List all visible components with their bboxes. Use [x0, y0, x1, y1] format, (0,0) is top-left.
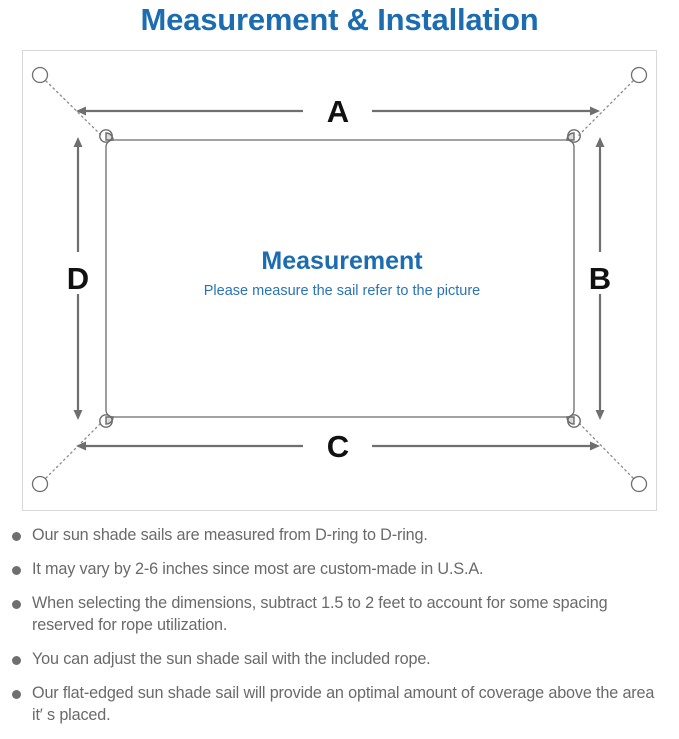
note-text: Our sun shade sails are measured from D-…: [32, 526, 428, 544]
measurement-diagram: A C D B Measurement Please measure the s…: [0, 44, 679, 522]
rope-bottom-right: [577, 421, 634, 479]
list-item: You can adjust the sun shade sail with t…: [0, 648, 679, 670]
dimension-label-d: D: [67, 261, 89, 296]
diagram-frame: [22, 50, 657, 511]
dimension-label-c: C: [327, 429, 349, 464]
page-title: Measurement & Installation: [140, 2, 539, 37]
anchor-top-left-icon: [31, 66, 49, 84]
bullet-icon: [12, 600, 21, 609]
bullet-icon: [12, 566, 21, 575]
bullet-icon: [12, 690, 21, 699]
anchor-bottom-right-icon: [630, 475, 648, 493]
notes-list: Our sun shade sails are measured from D-…: [0, 524, 679, 739]
list-item: When selecting the dimensions, subtract …: [0, 592, 679, 636]
rope-top-left: [45, 80, 103, 137]
sail-body: [105, 139, 575, 418]
rope-bottom-left: [45, 421, 103, 479]
rope-top-right: [577, 80, 634, 137]
dimension-label-a: A: [327, 94, 349, 129]
anchor-top-right-icon: [630, 66, 648, 84]
measurement-diagram-svg: A C D B Measurement Please measure the s…: [22, 50, 657, 511]
bullet-icon: [12, 532, 21, 541]
note-text: It may vary by 2-6 inches since most are…: [32, 560, 484, 578]
list-item: Our flat-edged sun shade sail will provi…: [0, 682, 679, 726]
diagram-center-heading: Measurement: [261, 247, 423, 275]
anchor-bottom-left-icon: [31, 475, 49, 493]
dimension-label-b: B: [589, 261, 611, 296]
list-item: Our sun shade sails are measured from D-…: [0, 524, 679, 546]
note-text: You can adjust the sun shade sail with t…: [32, 650, 431, 668]
bullet-icon: [12, 656, 21, 665]
diagram-center-subheading: Please measure the sail refer to the pic…: [204, 283, 480, 299]
note-text: When selecting the dimensions, subtract …: [32, 594, 608, 634]
list-item: It may vary by 2-6 inches since most are…: [0, 558, 679, 580]
note-text: Our flat-edged sun shade sail will provi…: [32, 684, 655, 724]
